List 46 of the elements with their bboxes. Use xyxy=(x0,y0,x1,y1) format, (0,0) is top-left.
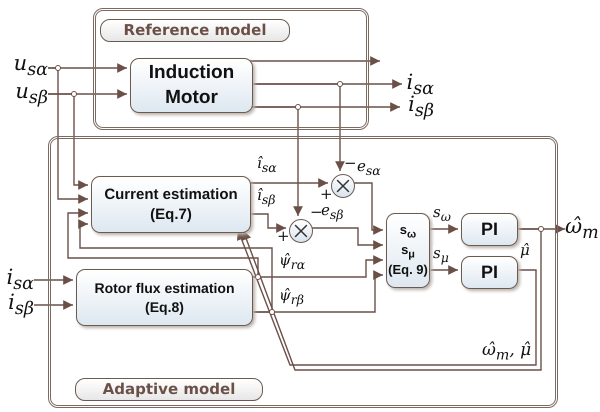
signal-arrow xyxy=(250,56,380,66)
signal-label: ω̂$_{m}$ xyxy=(565,216,599,242)
signal-label: u$_{sα}$ xyxy=(14,52,48,80)
process-box xyxy=(461,213,518,246)
summing-junction xyxy=(331,174,355,198)
signal-arrow xyxy=(310,227,383,250)
block-text: s$_{μ}$ xyxy=(400,242,416,262)
edge-label: î$_{sβ}$ xyxy=(257,188,276,206)
frame-title: Reference model xyxy=(100,19,290,42)
process-box xyxy=(461,256,518,289)
block-text: Current estimation (Eq.7) xyxy=(103,185,239,224)
signal-arrow xyxy=(48,93,88,190)
summing-junction xyxy=(289,219,313,243)
model-frame xyxy=(93,8,369,130)
process-box xyxy=(130,58,253,113)
sign-label: − xyxy=(344,156,357,171)
signal-label: i$_{sβ}$ xyxy=(408,94,434,120)
block-text: Rotor flux estimation (Eq.8) xyxy=(93,279,236,316)
block-text: PI xyxy=(480,260,499,284)
process-box xyxy=(91,176,251,233)
block-text: s$_{ω}$ xyxy=(398,222,418,242)
sliding-surface-block xyxy=(386,213,430,288)
signal-label: i$_{sα}$ xyxy=(6,266,34,294)
signal-arrow xyxy=(48,67,88,204)
sign-label: − xyxy=(310,205,323,220)
signal-arrow xyxy=(78,219,273,313)
edge-label: ψ̂$_{rα}$ xyxy=(279,253,306,272)
signal-arrow xyxy=(250,106,303,216)
process-box xyxy=(76,269,253,326)
signal-label: u$_{sβ}$ xyxy=(15,80,48,108)
edge-label: μ̂ xyxy=(520,243,530,258)
signal-arrow xyxy=(34,300,73,310)
signal-label: ω̂$_{m}$, μ̂ xyxy=(482,342,532,363)
sign-label: + xyxy=(320,187,333,202)
signal-arrow xyxy=(34,275,73,285)
frame-title: Adaptive model xyxy=(75,378,263,401)
block-text: PI xyxy=(480,218,499,241)
signal-label: i$_{sβ}$ xyxy=(8,292,34,318)
model-frame xyxy=(48,136,558,408)
block-text: Induction Motor xyxy=(148,60,236,110)
sign-label: + xyxy=(277,229,290,244)
block-text: (Eq. 9) xyxy=(387,262,429,279)
signal-arrow xyxy=(352,182,383,235)
edge-label: î$_{sα}$ xyxy=(257,156,277,174)
signal-arrow xyxy=(67,208,259,278)
edge-label: ψ̂$_{rβ}$ xyxy=(279,288,304,306)
